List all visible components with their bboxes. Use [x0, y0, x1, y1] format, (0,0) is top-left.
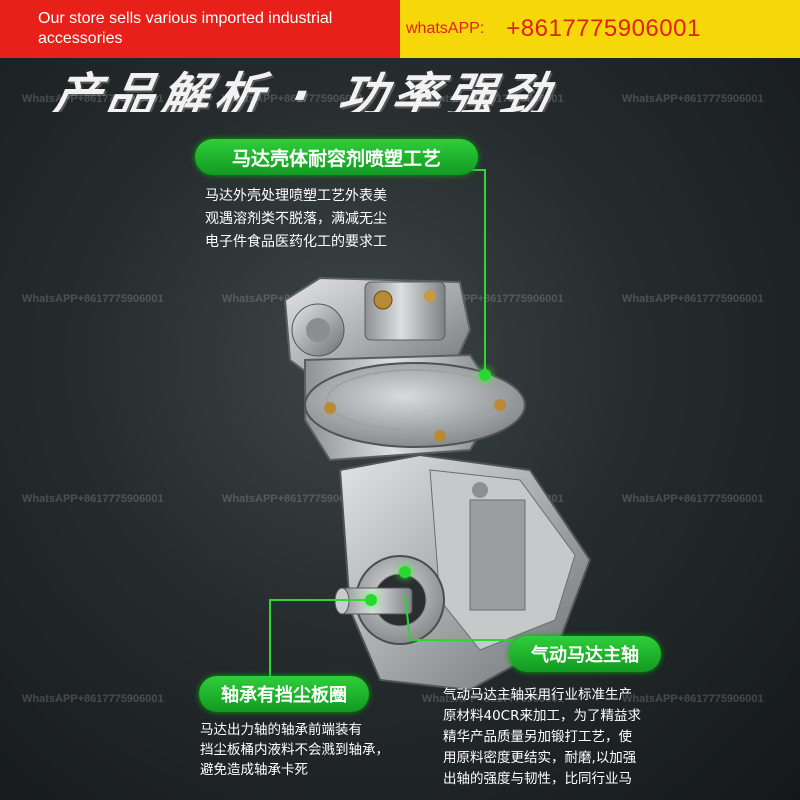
shaft-desc-line: 精华产品质量另加锻打工艺，使	[443, 729, 632, 745]
shaft-callout-title: 气动马达主轴	[509, 636, 661, 672]
callout-dot-shaft	[399, 566, 411, 578]
callout-dot-bearing	[365, 594, 377, 606]
shaft-desc-line: 用原料密度更结实，耐磨,以加强	[443, 750, 637, 766]
watermark: WhatsAPP+8617775906001	[222, 493, 364, 505]
top-banner: Our store sells various imported industr…	[0, 0, 800, 58]
bearing-desc-line: 避免造成轴承卡死	[200, 762, 308, 778]
watermark: WhatsAPP+8617775906001	[622, 693, 764, 705]
whatsapp-contact[interactable]: whatsAPP: +8617775906001	[400, 0, 800, 58]
whatsapp-label: whatsAPP:	[406, 20, 485, 37]
whatsapp-number[interactable]: +8617775906001	[506, 15, 701, 42]
shaft-desc-line: 出轴的强度与韧性，比同行业马	[443, 771, 632, 787]
callout-dot-housing	[479, 369, 491, 381]
watermark: WhatsAPP+8617775906001	[22, 93, 164, 105]
watermark: WhatsAPP+8617775906001	[622, 293, 764, 305]
watermark: WhatsAPP+8617775906001	[622, 493, 764, 505]
watermark: WhatsAPP+8617775906001	[22, 293, 164, 305]
bearing-callout-title: 轴承有挡尘板圈	[199, 676, 369, 712]
housing-callout-title: 马达壳体耐容剂喷塑工艺	[195, 139, 478, 175]
watermark: WhatsAPP+8617775906001	[22, 693, 164, 705]
flange-plate	[304, 362, 526, 448]
shaft-desc-line: 原材料40CR来加工，为了精益求	[443, 708, 641, 724]
bearing-desc-line: 挡尘板桶内液料不会溅到轴承，	[200, 742, 389, 758]
housing-callout-description: 马达外壳处理喷塑工艺外表美 观遇溶剂类不脱落，满减无尘 电子件食品医药化工的要求…	[205, 185, 445, 254]
shaft-callout-description: 气动马达主轴采用行业标准生产 原材料40CR来加工，为了精益求 精华产品质量另加…	[443, 685, 693, 790]
watermark: WhatsAPP+8617775906001	[422, 693, 564, 705]
bearing-desc-line: 马达出力轴的轴承前端装有	[200, 722, 362, 738]
shaft-desc-line: 气动马达主轴采用行业标准生产	[443, 687, 632, 703]
housing-desc-line: 马达外壳处理喷塑工艺外表美	[205, 188, 387, 204]
watermark: WhatsAPP+8617775906001	[422, 93, 564, 105]
bearing-callout-description: 马达出力轴的轴承前端装有 挡尘板桶内液料不会溅到轴承， 避免造成轴承卡死	[200, 720, 415, 780]
watermark: WhatsAPP+8617775906001	[222, 93, 364, 105]
watermark: WhatsAPP+8617775906001	[622, 93, 764, 105]
housing-desc-line: 电子件食品医药化工的要求工	[205, 234, 387, 250]
watermark: WhatsAPP+8617775906001	[22, 493, 164, 505]
store-banner-text: Our store sells various imported industr…	[0, 0, 400, 58]
housing-desc-line: 观遇溶剂类不脱落，满减无尘	[205, 211, 387, 227]
